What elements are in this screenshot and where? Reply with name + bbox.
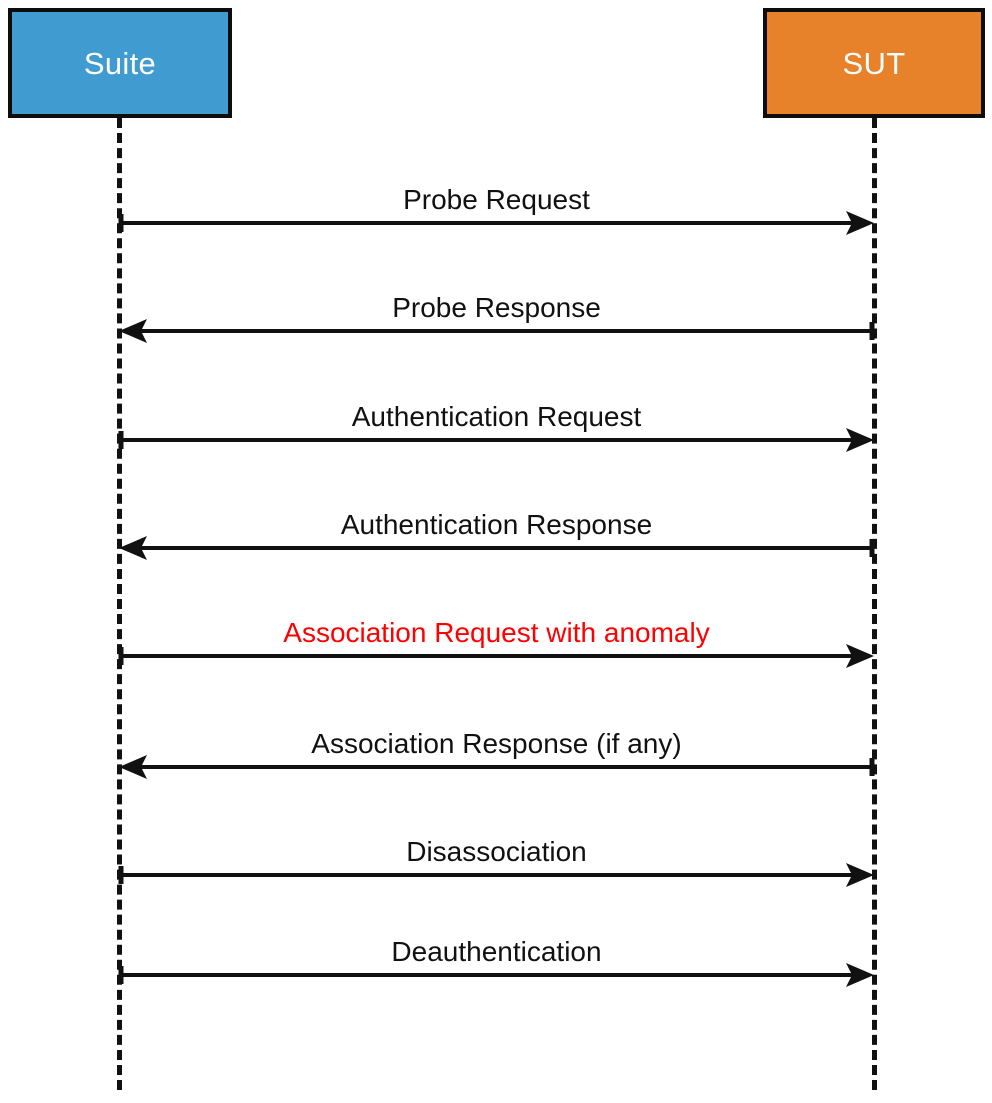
arrow-right-icon-3 (118, 428, 874, 452)
message-label-7: Disassociation (406, 835, 587, 867)
message-label-2: Probe Response (392, 291, 601, 323)
participant-box-sut[interactable]: SUT (763, 8, 985, 118)
arrow-left-icon-2 (119, 319, 875, 343)
lifeline-sut (872, 118, 877, 1090)
message-label-3: Authentication Request (351, 400, 642, 432)
arrow-left-icon-6 (119, 755, 875, 779)
message-label-1: Probe Request (403, 183, 590, 215)
message-label-8: Deauthentication (391, 935, 602, 967)
message-label-4: Authentication Response (340, 508, 653, 540)
arrow-right-icon-5 (118, 644, 874, 668)
participant-box-suite[interactable]: Suite (8, 8, 232, 118)
arrow-right-icon-1 (118, 211, 874, 235)
participant-label-sut: SUT (842, 45, 906, 81)
arrow-right-icon-8 (118, 963, 874, 987)
message-label-6: Association Response (if any) (311, 727, 682, 759)
participant-label-suite: Suite (83, 45, 157, 81)
arrow-left-icon-4 (119, 536, 875, 560)
arrow-right-icon-7 (118, 863, 874, 887)
lifeline-suite (117, 118, 122, 1090)
message-label-5: Association Request with anomaly (283, 616, 710, 648)
